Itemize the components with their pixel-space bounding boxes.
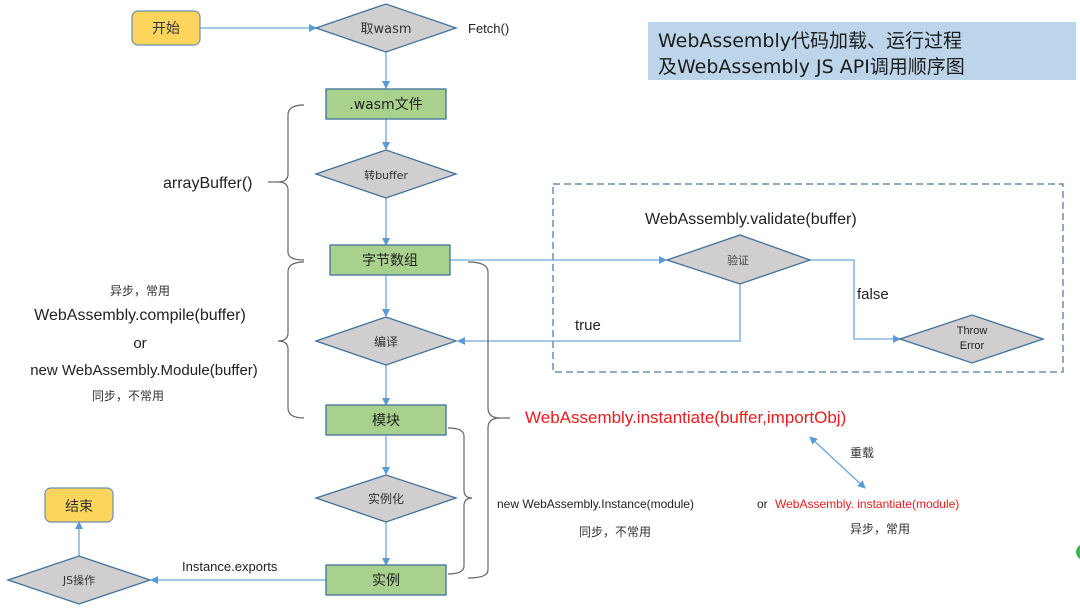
to-buffer-node [313,149,459,199]
brace-instantiate-buffer [467,261,501,579]
async-common-label-2: 异步，常用 [850,522,910,536]
instantiate-module-label: WebAssembly. instantiate(module) [775,497,959,511]
end-node: 结束 [44,487,114,523]
arrow-validate-false-to-error [810,259,901,343]
instance-label: 实例 [372,573,400,589]
throw-error-label-2: Error [960,340,985,352]
wasm-file-node [325,88,447,120]
wasm-file-label: .wasm文件 [349,97,422,113]
fetch-wasm-label: 取wasm [360,22,411,37]
js-ops-node [5,555,153,605]
array-buffer-label: arrayBuffer() [163,175,253,192]
true-label: true [575,317,601,334]
brace-instance [447,427,473,575]
exports-label: Instance.exports [182,559,278,574]
brace-compile [277,261,305,419]
arrow-validate-true-to-compile [457,284,741,345]
fetch-wasm-node [313,3,459,53]
validate-label: 验证 [727,253,749,267]
start-label: 开始 [152,21,180,37]
byte-array-label: 字节数组 [362,253,418,269]
instantiate-buffer-label: WebAssembly.instantiate(buffer,importObj… [525,408,846,427]
module-label: 模块 [372,413,400,429]
module-api-label: new WebAssembly.Module(buffer) [30,362,258,379]
fetch-label: Fetch() [468,21,509,36]
byte-array-node [329,244,451,276]
validation-region [552,183,1064,373]
instantiate-label: 实例化 [368,491,404,506]
diagram-title-line-1: WebAssembly代码加载、运行过程 [658,30,963,52]
js-ops-label: JS操作 [62,573,95,587]
diagram-title-line-2: 及WebAssembly JS API调用顺序图 [658,56,965,78]
arrow-overload-double [809,436,866,489]
throw-error-node [897,314,1046,364]
brace-arraybuffer [277,104,305,261]
instantiate-node [313,474,459,523]
compile-node [313,316,459,366]
edge-indicator-icon [1076,545,1080,559]
async-common-label: 异步，常用 [110,284,170,298]
or-label: or [133,335,146,352]
end-label: 结束 [65,499,93,515]
instance-node [325,564,447,596]
throw-error-label-1: Throw [957,325,988,337]
sync-uncommon-label: 同步，不常用 [92,389,164,403]
overload-label: 重载 [850,446,874,460]
start-node: 开始 [131,10,201,46]
to-buffer-label: 转buffer [364,168,408,182]
module-node [325,404,447,436]
compile-api-label: WebAssembly.compile(buffer) [34,307,246,324]
validate-api-label: WebAssembly.validate(buffer) [645,211,857,228]
or-prefix-label: or [757,497,768,511]
sync-uncommon-label-2: 同步，不常用 [579,525,651,539]
validate-node [664,234,812,285]
diagram-title-box: WebAssembly代码加载、运行过程 及WebAssembly JS API… [648,22,1076,80]
instance-api-label: new WebAssembly.Instance(module) [497,497,694,511]
compile-label: 编译 [374,334,398,349]
false-label: false [857,286,889,303]
